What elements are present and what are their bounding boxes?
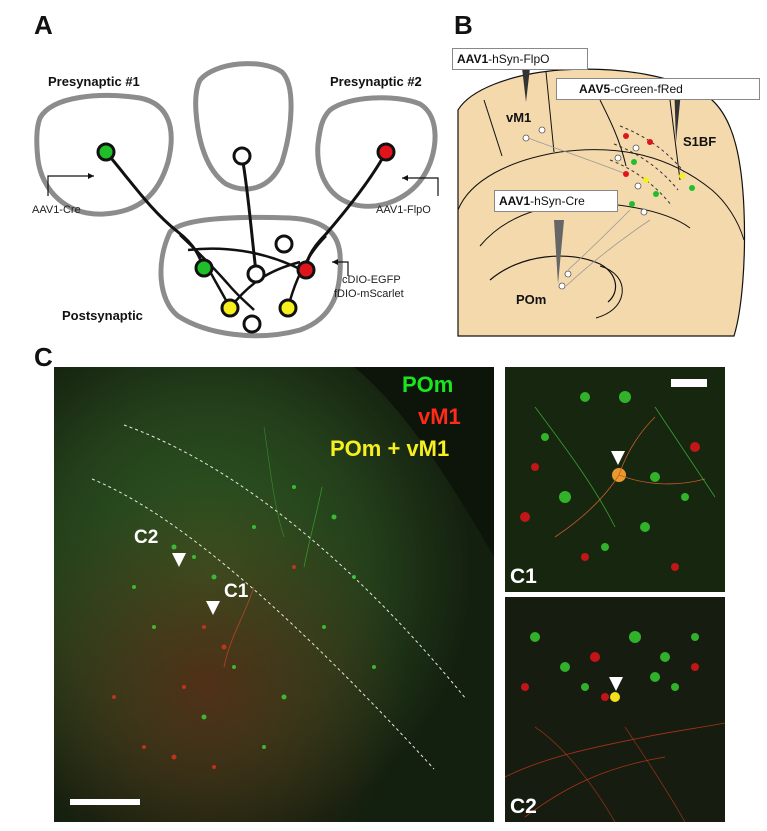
presynaptic-1-neuron-green (96, 142, 116, 162)
injection-label-vm1: AAV1-hSyn-FlpO (452, 48, 588, 70)
postsynaptic-label: Postsynaptic (62, 308, 143, 323)
legend-pom: POm (402, 372, 454, 397)
postsynaptic-neuron-white (242, 314, 262, 334)
injection-label-s1bf: AAV5-cGreen-fRed (556, 78, 760, 100)
injection-needle-pom (554, 220, 564, 284)
postsynaptic-neuron-red (296, 260, 316, 280)
virus-label-flpo: AAV1-FlpO (376, 204, 431, 216)
pom-virus-construct: -hSyn-Cre (530, 194, 585, 208)
s1bf-virus-construct: -cGreen-fRed (610, 82, 683, 96)
presynaptic-2-label: Presynaptic #2 (330, 74, 422, 89)
presynaptic-middle-neuron (232, 146, 252, 166)
injection-label-pom: AAV1-hSyn-Cre (494, 190, 618, 212)
pom-virus-serotype: AAV1 (499, 194, 531, 208)
region-label-vm1: vM1 (506, 110, 532, 125)
panel-a-schematic (34, 61, 439, 339)
micrograph-inset-c1 (505, 367, 725, 592)
vm1-virus-construct: -hSyn-FlpO (488, 52, 550, 66)
arrowhead-c1 (206, 601, 220, 615)
legend-pom-vm1: POm + vM1 (330, 436, 450, 461)
presynaptic-1-region (34, 92, 174, 217)
inset-label-c2: C2 (510, 795, 537, 818)
postsynaptic-neuron-green (194, 258, 214, 278)
panel-letter-a: A (34, 10, 53, 40)
region-label-pom: POm (516, 292, 547, 307)
presynaptic-2-region (315, 95, 438, 209)
micrograph-main (54, 367, 494, 822)
postsynaptic-neuron-yellow (220, 298, 240, 318)
postsynaptic-region (158, 214, 343, 339)
presynaptic-middle-region (193, 61, 294, 192)
reporter-label-egfp: cDIO-EGFP (342, 274, 401, 286)
reporter-label-mscarlet: fDIO-mScarlet (334, 288, 404, 300)
scale-bar (70, 799, 140, 805)
vm1-virus-serotype: AAV1 (457, 52, 489, 66)
virus-label-cre: AAV1-Cre (32, 204, 81, 216)
postsynaptic-neuron-white (274, 234, 294, 254)
region-label-s1bf: S1BF (683, 134, 717, 149)
panel-letter-c: C (34, 342, 53, 372)
presynaptic-2-neuron-red (376, 142, 396, 162)
postsynaptic-neuron-white (246, 264, 266, 284)
legend-vm1: vM1 (418, 404, 461, 429)
arrowhead-inset-c1 (611, 451, 625, 465)
arrowhead-inset-c2 (609, 677, 623, 691)
inset-label-c1: C1 (510, 565, 537, 588)
scale-bar-inset (671, 379, 707, 387)
s1bf-virus-serotype: AAV5 (579, 82, 611, 96)
arrowhead-c2 (172, 553, 186, 567)
presynaptic-1-label: Presynaptic #1 (48, 74, 140, 89)
injection-needle-vm1 (522, 68, 530, 102)
marker-label-c2: C2 (134, 527, 159, 548)
panel-letter-b: B (454, 10, 473, 40)
postsynaptic-neuron-yellow (278, 298, 298, 318)
micrograph-inset-c2 (505, 597, 725, 822)
marker-label-c1: C1 (224, 581, 249, 602)
